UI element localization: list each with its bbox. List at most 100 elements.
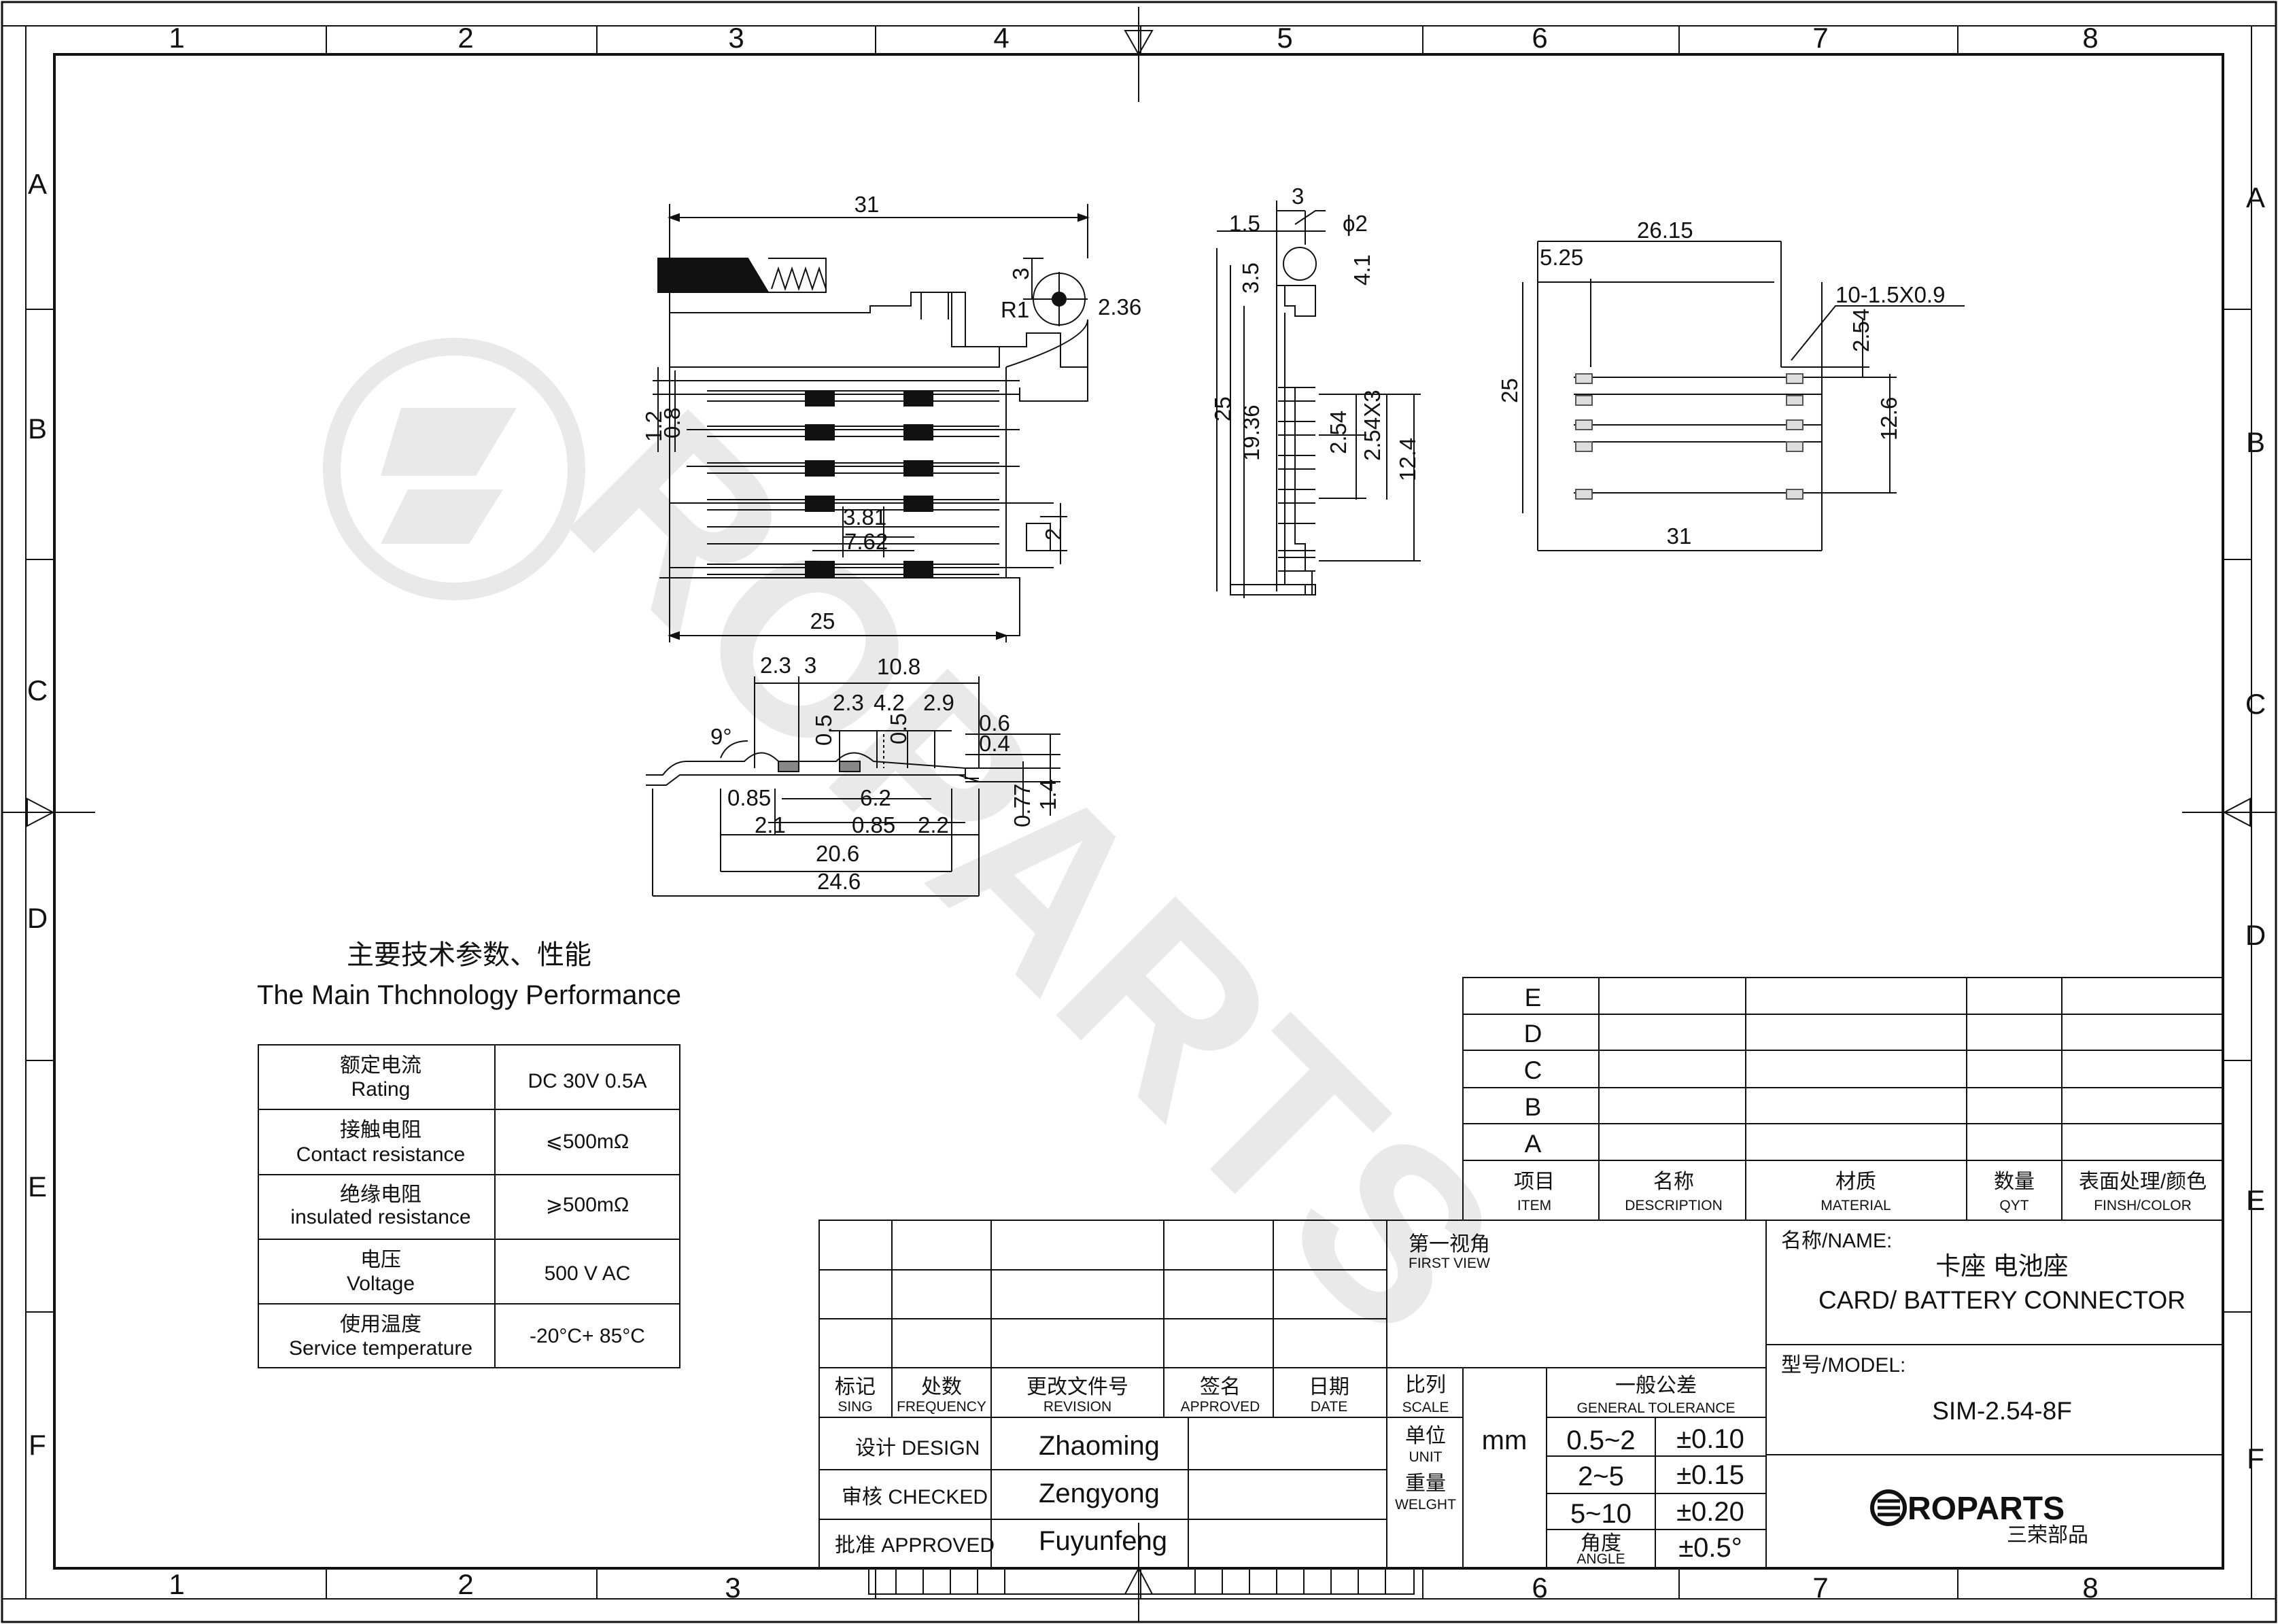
bom-header-material-en: MATERIAL [1820,1198,1891,1213]
col-label-2-bottom: 2 [458,1568,473,1600]
bom-header-item-cn: 项目 [1514,1171,1555,1193]
bom-row-b: B [1525,1093,1542,1121]
dim-side-1-5: 1.5 [1229,211,1260,236]
section-view-dimensions: 2.3 3 10.8 2.3 4.2 2.9 0.6 0.4 0.5 0.5 9… [710,653,1060,894]
rev-header-revision-en: REVISION [1043,1399,1111,1415]
unit-label-en: UNIT [1409,1449,1443,1465]
bom-row-e: E [1525,984,1542,1012]
model-label: 型号/MODEL: [1781,1354,1905,1377]
col-label-5: 5 [1277,22,1292,54]
perf-row-1-value: DC 30V 0.5A [528,1070,646,1092]
dim-sec-2-3b: 2.3 [833,690,864,715]
dim-sec-0-4: 0.4 [979,731,1010,756]
dim-left-b: 0.8 [659,407,685,438]
angle-label-cn: 角度 [1581,1532,1621,1555]
tolerance-range-2: 2~5 [1578,1462,1624,1491]
col-label-3-bottom: 3 [725,1572,740,1604]
dim-sec-3: 3 [804,653,816,678]
dim-side-3-5: 3.5 [1238,262,1263,294]
title-block: 标记 SING 处数 FREQUENCY 更改文件号 REVISION 签名 A… [818,1220,2224,1595]
tolerance-label-en: GENERAL TOLERANCE [1576,1400,1735,1416]
scale-label-en: SCALE [1402,1400,1449,1415]
dim-side-phi2: ϕ2 [1343,211,1368,236]
connector-side-view [1216,201,1421,598]
angle-label-en: ANGLE [1576,1551,1625,1567]
rev-header-approved-en: APPROVED [1181,1399,1260,1415]
tolerance-label-cn: 一般公差 [1615,1375,1697,1397]
dim-side-25: 25 [1210,396,1235,421]
rev-header-approved-cn: 签名 [1200,1376,1241,1398]
dim-sec-0-5a: 0.5 [811,714,836,746]
perf-row-4-en: Voltage [347,1273,415,1295]
pcb-footprint [1522,241,1965,551]
row-label-b: B [28,413,47,445]
dim-fp-5-25: 5.25 [1540,245,1583,270]
row-label-f-right: F [2247,1442,2264,1474]
row-label-e: E [28,1171,47,1203]
design-label: 设计 DESIGN [855,1437,980,1459]
col-label-3: 3 [728,22,744,54]
perf-row-4-cn: 电压 [360,1249,401,1271]
dim-fp-2-54: 2.54 [1848,309,1874,352]
performance-section: 主要技术参数、性能 The Main Thchnology Performanc… [257,940,681,1368]
dim-fp-pads: 10-1.5X0.9 [1835,282,1945,307]
bom-row-d: D [1524,1020,1542,1048]
dim-sec-6-2: 6.2 [860,785,891,810]
row-label-e-right: E [2246,1184,2265,1216]
dim-sec-2-1: 2.1 [755,812,786,837]
zone-labels: 1 2 3 4 5 6 7 8 1 2 3 6 7 8 A B C D E F … [27,22,2266,1604]
dim-sec-2-9: 2.9 [923,690,954,715]
bom-header-material-cn: 材质 [1835,1171,1876,1193]
rev-header-frequency-cn: 处数 [921,1376,962,1398]
perf-row-4-value: 500 V AC [545,1262,631,1285]
perf-row-1-cn: 额定电流 [340,1054,421,1077]
dim-left-a: 1.2 [641,411,666,442]
connector-section-view [646,676,1060,897]
approved-label: 批准 APPROVED [835,1534,995,1557]
first-view-en: FIRST VIEW [1409,1256,1490,1271]
bom-header-qty-cn: 数量 [1994,1171,2035,1193]
dim-side-19-36: 19.36 [1239,404,1264,461]
dim-sec-1-4: 1.4 [1035,779,1060,810]
weight-label-en: WELGHT [1395,1497,1456,1513]
col-label-7-bottom: 7 [1812,1572,1828,1604]
dim-spring-height: 3 [1008,268,1033,280]
footprint-dimensions: 26.15 5.25 10-1.5X0.9 2.54 12.6 25 31 [1497,218,1945,549]
dim-fp-31: 31 [1667,523,1692,549]
bom-header-desc-en: DESCRIPTION [1625,1198,1723,1213]
watermark-text: ROPARTS [521,360,1547,1387]
product-name-cn: 卡座 电池座 [1935,1252,2068,1280]
rev-header-date-en: DATE [1311,1399,1347,1415]
dim-sec-0-5b: 0.5 [886,713,911,744]
perf-row-2-cn: 接触电阻 [340,1119,421,1141]
bom-header-finish-en: FINSH/COLOR [2094,1198,2192,1213]
checked-name: Zengyong [1039,1479,1160,1508]
bom-header-desc-cn: 名称 [1653,1171,1694,1193]
bom-row-a: A [1525,1130,1542,1158]
row-label-a: A [28,168,47,200]
perf-row-3-value: ⩾500mΩ [546,1194,629,1216]
row-label-d: D [27,902,48,934]
perf-row-3-cn: 绝缘电阻 [340,1184,421,1206]
col-label-7: 7 [1812,22,1828,54]
dim-fp-26-15: 26.15 [1637,218,1693,243]
bom-header-finish-cn: 表面处理/颜色 [2079,1171,2207,1193]
dim-side-3: 3 [1292,184,1304,209]
rev-header-date-cn: 日期 [1309,1376,1349,1398]
dim-fp-12-6: 12.6 [1876,397,1901,440]
col-label-2: 2 [458,22,473,54]
side-view-dimensions: 1.5 3 ϕ2 4.1 3.5 25 19.36 2.54 2.54X3 12… [1210,184,1420,481]
dim-sec-0-77: 0.77 [1009,784,1035,827]
product-name-en: CARD/ BATTERY CONNECTOR [1818,1286,2186,1314]
rev-header-revision-cn: 更改文件号 [1026,1376,1128,1398]
dim-fp-25: 25 [1497,378,1522,403]
row-label-c: C [27,674,48,706]
approved-name: Fuyunfeng [1039,1526,1167,1556]
weight-label-cn: 重量 [1405,1472,1446,1495]
dim-sec-angle: 9° [710,724,732,749]
dim-overall-width: 31 [855,192,880,217]
col-label-4: 4 [993,22,1009,54]
tolerance-value-2: ±0.15 [1676,1460,1744,1490]
performance-title-en: The Main Thchnology Performance [257,980,681,1010]
